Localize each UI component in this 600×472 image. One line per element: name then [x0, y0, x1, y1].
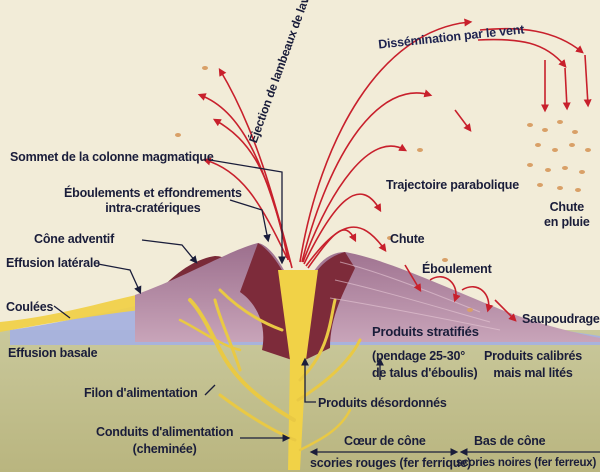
- label-chute-pluie-line1: Chute: [544, 200, 590, 215]
- label-effusion-basale: Effusion basale: [8, 346, 97, 361]
- label-trajectoire: Trajectoire parabolique: [386, 178, 519, 193]
- label-effusion-laterale: Effusion latérale: [6, 256, 100, 271]
- label-produits-stratifies: Produits stratifiés: [372, 324, 479, 339]
- label-filon: Filon d'alimentation: [84, 386, 198, 401]
- label-coulees: Coulées: [6, 300, 53, 315]
- label-saupoudrage: Saupoudrage: [522, 312, 600, 327]
- label-chute: Chute: [390, 232, 424, 247]
- label-sommet-colonne: Sommet de la colonne magmatique: [10, 150, 214, 165]
- label-eboulements-line2: intra-cratériques: [64, 201, 242, 216]
- label-coeur-de-cone: Cœur de cône: [344, 434, 426, 449]
- label-conduits-line1: Conduits d'alimentation: [96, 424, 233, 441]
- label-produits-calibres: Produits calibrés mais mal lités: [484, 348, 582, 382]
- label-eboulement: Éboulement: [422, 262, 492, 277]
- label-eboulements-intra: Éboulements et effondrements intra-craté…: [64, 186, 242, 216]
- label-bas-de-cone: Bas de cône: [474, 434, 545, 449]
- label-pendage-line1: (pendage 25-30°: [372, 348, 477, 365]
- label-produits-desordonnes: Produits désordonnés: [318, 396, 447, 411]
- label-calibres-line1: Produits calibrés: [484, 348, 582, 365]
- label-conduits: Conduits d'alimentation (cheminée): [96, 424, 233, 458]
- label-cone-adventif: Cône adventif: [34, 232, 114, 247]
- label-scories-rouges: scories rouges (fer ferrique): [310, 456, 471, 471]
- label-calibres-line2: mais mal lités: [484, 365, 582, 382]
- label-chute-pluie-line2: en pluie: [544, 215, 590, 230]
- label-scories-noires: scories noires (fer ferreux): [456, 456, 596, 471]
- label-conduits-line2: (cheminée): [96, 441, 233, 458]
- label-chute-en-pluie: Chute en pluie: [544, 200, 590, 230]
- label-eboulements-line1: Éboulements et effondrements: [64, 186, 242, 201]
- main-cone: [135, 243, 600, 342]
- label-pendage: (pendage 25-30° de talus d'éboulis): [372, 348, 477, 382]
- label-pendage-line2: de talus d'éboulis): [372, 365, 477, 382]
